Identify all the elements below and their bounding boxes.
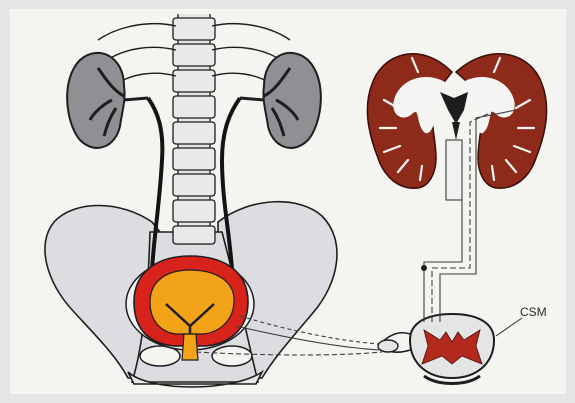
- right-kidney: [263, 53, 320, 148]
- csm-label: CSM: [520, 305, 547, 319]
- urethra: [182, 334, 198, 360]
- pathway-junction: [421, 265, 427, 271]
- vertebral-column: [173, 14, 215, 244]
- dorsal-root-ganglion: [378, 340, 398, 352]
- right-obturator-foramen: [212, 346, 252, 366]
- left-kidney: [67, 53, 124, 148]
- brainstem: [446, 140, 462, 200]
